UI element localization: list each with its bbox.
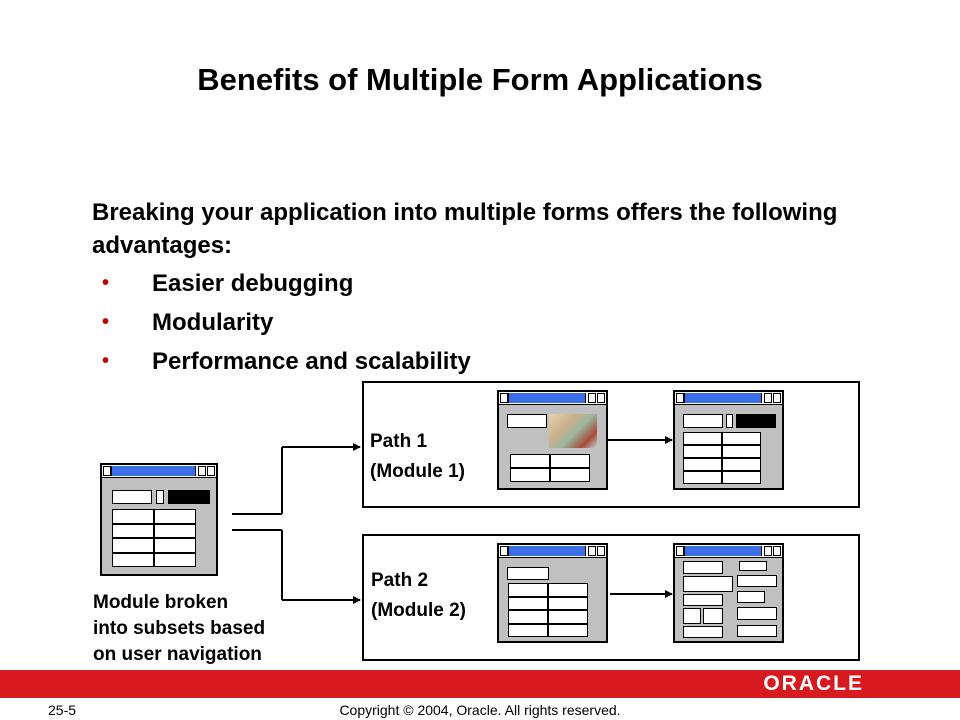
window-control-icon xyxy=(764,546,772,556)
window-control-icon xyxy=(676,546,684,556)
window-control-icon xyxy=(588,393,596,403)
form-field xyxy=(507,414,547,428)
window-control-icon xyxy=(773,393,781,403)
path2-window-b xyxy=(673,543,784,643)
form-field xyxy=(736,414,776,428)
form-field xyxy=(156,490,164,504)
path1-window-a xyxy=(497,390,608,490)
photo-image xyxy=(549,414,597,448)
record-grid xyxy=(112,509,196,567)
window-control-icon xyxy=(500,393,508,403)
form-field xyxy=(737,607,777,620)
path2-module: (Module 2) xyxy=(371,600,466,621)
path1-module: (Module 1) xyxy=(370,461,465,482)
intro-text: Breaking your application into multiple … xyxy=(92,199,838,259)
path1-title: Path 1 xyxy=(370,431,428,452)
list-item: • Performance and scalability xyxy=(100,345,471,384)
bullet-icon: • xyxy=(102,272,110,294)
form-field xyxy=(726,414,733,428)
form-field xyxy=(703,608,723,624)
form-field xyxy=(168,490,210,504)
form-field xyxy=(737,591,765,603)
slide-number: 25-5 xyxy=(48,702,77,718)
copyright-text: Copyright © 2004, Oracle. All rights res… xyxy=(339,702,621,718)
form-field xyxy=(683,608,701,624)
path2-label: Path 2 (Module 2) xyxy=(371,566,466,626)
window-titlebar xyxy=(675,392,782,405)
window-control-icon xyxy=(597,546,605,556)
window-control-icon xyxy=(500,546,508,556)
bullet-icon: • xyxy=(102,350,110,372)
window-control-icon xyxy=(764,393,772,403)
record-grid xyxy=(683,432,761,484)
form-field xyxy=(737,625,777,637)
caption-line: on user navigation xyxy=(93,644,262,665)
full-module-window xyxy=(100,463,218,576)
caption-line: Module broken xyxy=(93,592,229,613)
window-titlebar xyxy=(102,465,216,478)
caption-line: into subsets based xyxy=(93,618,266,639)
form-field xyxy=(737,575,777,587)
list-item: • Modularity xyxy=(100,306,471,345)
advantages-list: • Easier debugging • Modularity • Performan… xyxy=(100,267,471,384)
path1-window-b xyxy=(673,390,784,490)
window-titlebar xyxy=(675,545,782,558)
form-field xyxy=(683,561,723,574)
bullet-icon: • xyxy=(102,311,110,333)
bullet-text: Modularity xyxy=(152,309,274,336)
form-field xyxy=(507,567,549,580)
oracle-logo: ORACLE xyxy=(763,672,864,695)
form-field xyxy=(683,576,733,592)
form-field xyxy=(739,561,767,571)
bullet-text: Performance and scalability xyxy=(152,348,471,375)
window-titlebar xyxy=(499,392,606,405)
list-item: • Easier debugging xyxy=(100,267,471,306)
path1-label: Path 1 (Module 1) xyxy=(370,427,465,487)
window-control-icon xyxy=(103,466,111,476)
form-field xyxy=(112,490,152,504)
path2-title: Path 2 xyxy=(371,570,429,591)
window-control-icon xyxy=(198,466,206,476)
window-control-icon xyxy=(676,393,684,403)
record-grid xyxy=(510,454,590,482)
window-control-icon xyxy=(773,546,781,556)
window-control-icon xyxy=(588,546,596,556)
diagram-caption: Module broken into subsets based on user… xyxy=(93,590,265,668)
path2-window-a xyxy=(497,543,608,643)
form-field xyxy=(683,414,723,428)
slide-title: Benefits of Multiple Form Applications xyxy=(197,62,763,97)
window-titlebar xyxy=(499,545,606,558)
record-grid xyxy=(508,583,588,637)
bullet-text: Easier debugging xyxy=(152,270,354,297)
form-field xyxy=(683,626,723,638)
form-field xyxy=(683,594,723,606)
window-control-icon xyxy=(207,466,215,476)
footer-bar: ORACLE xyxy=(0,670,960,698)
window-control-icon xyxy=(597,393,605,403)
